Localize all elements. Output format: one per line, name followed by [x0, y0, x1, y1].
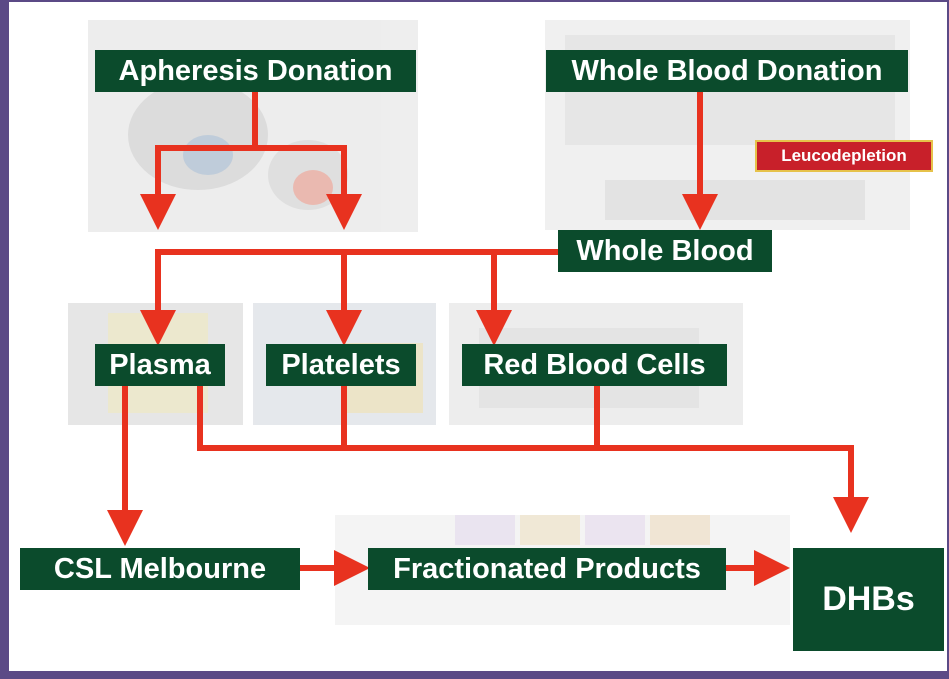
arrow-components-to-dhbs	[200, 384, 851, 515]
node-apheresis-donation: Apheresis Donation	[95, 50, 416, 92]
node-platelets: Platelets	[266, 344, 416, 386]
node-red-blood-cells: Red Blood Cells	[462, 344, 727, 386]
node-whole-blood-donation: Whole Blood Donation	[546, 50, 908, 92]
leucodepletion-badge: Leucodepletion	[755, 140, 933, 172]
node-whole-blood: Whole Blood	[558, 230, 772, 272]
node-csl-melbourne: CSL Melbourne	[20, 548, 300, 590]
arrow-apheresis-to-plasma	[158, 92, 255, 212]
arrow-whole-blood-to-plasma	[158, 252, 558, 328]
arrow-apheresis-to-platelets	[255, 148, 344, 212]
node-plasma: Plasma	[95, 344, 225, 386]
node-fractionated-products: Fractionated Products	[368, 548, 726, 590]
node-dhbs: DHBs	[793, 548, 944, 651]
